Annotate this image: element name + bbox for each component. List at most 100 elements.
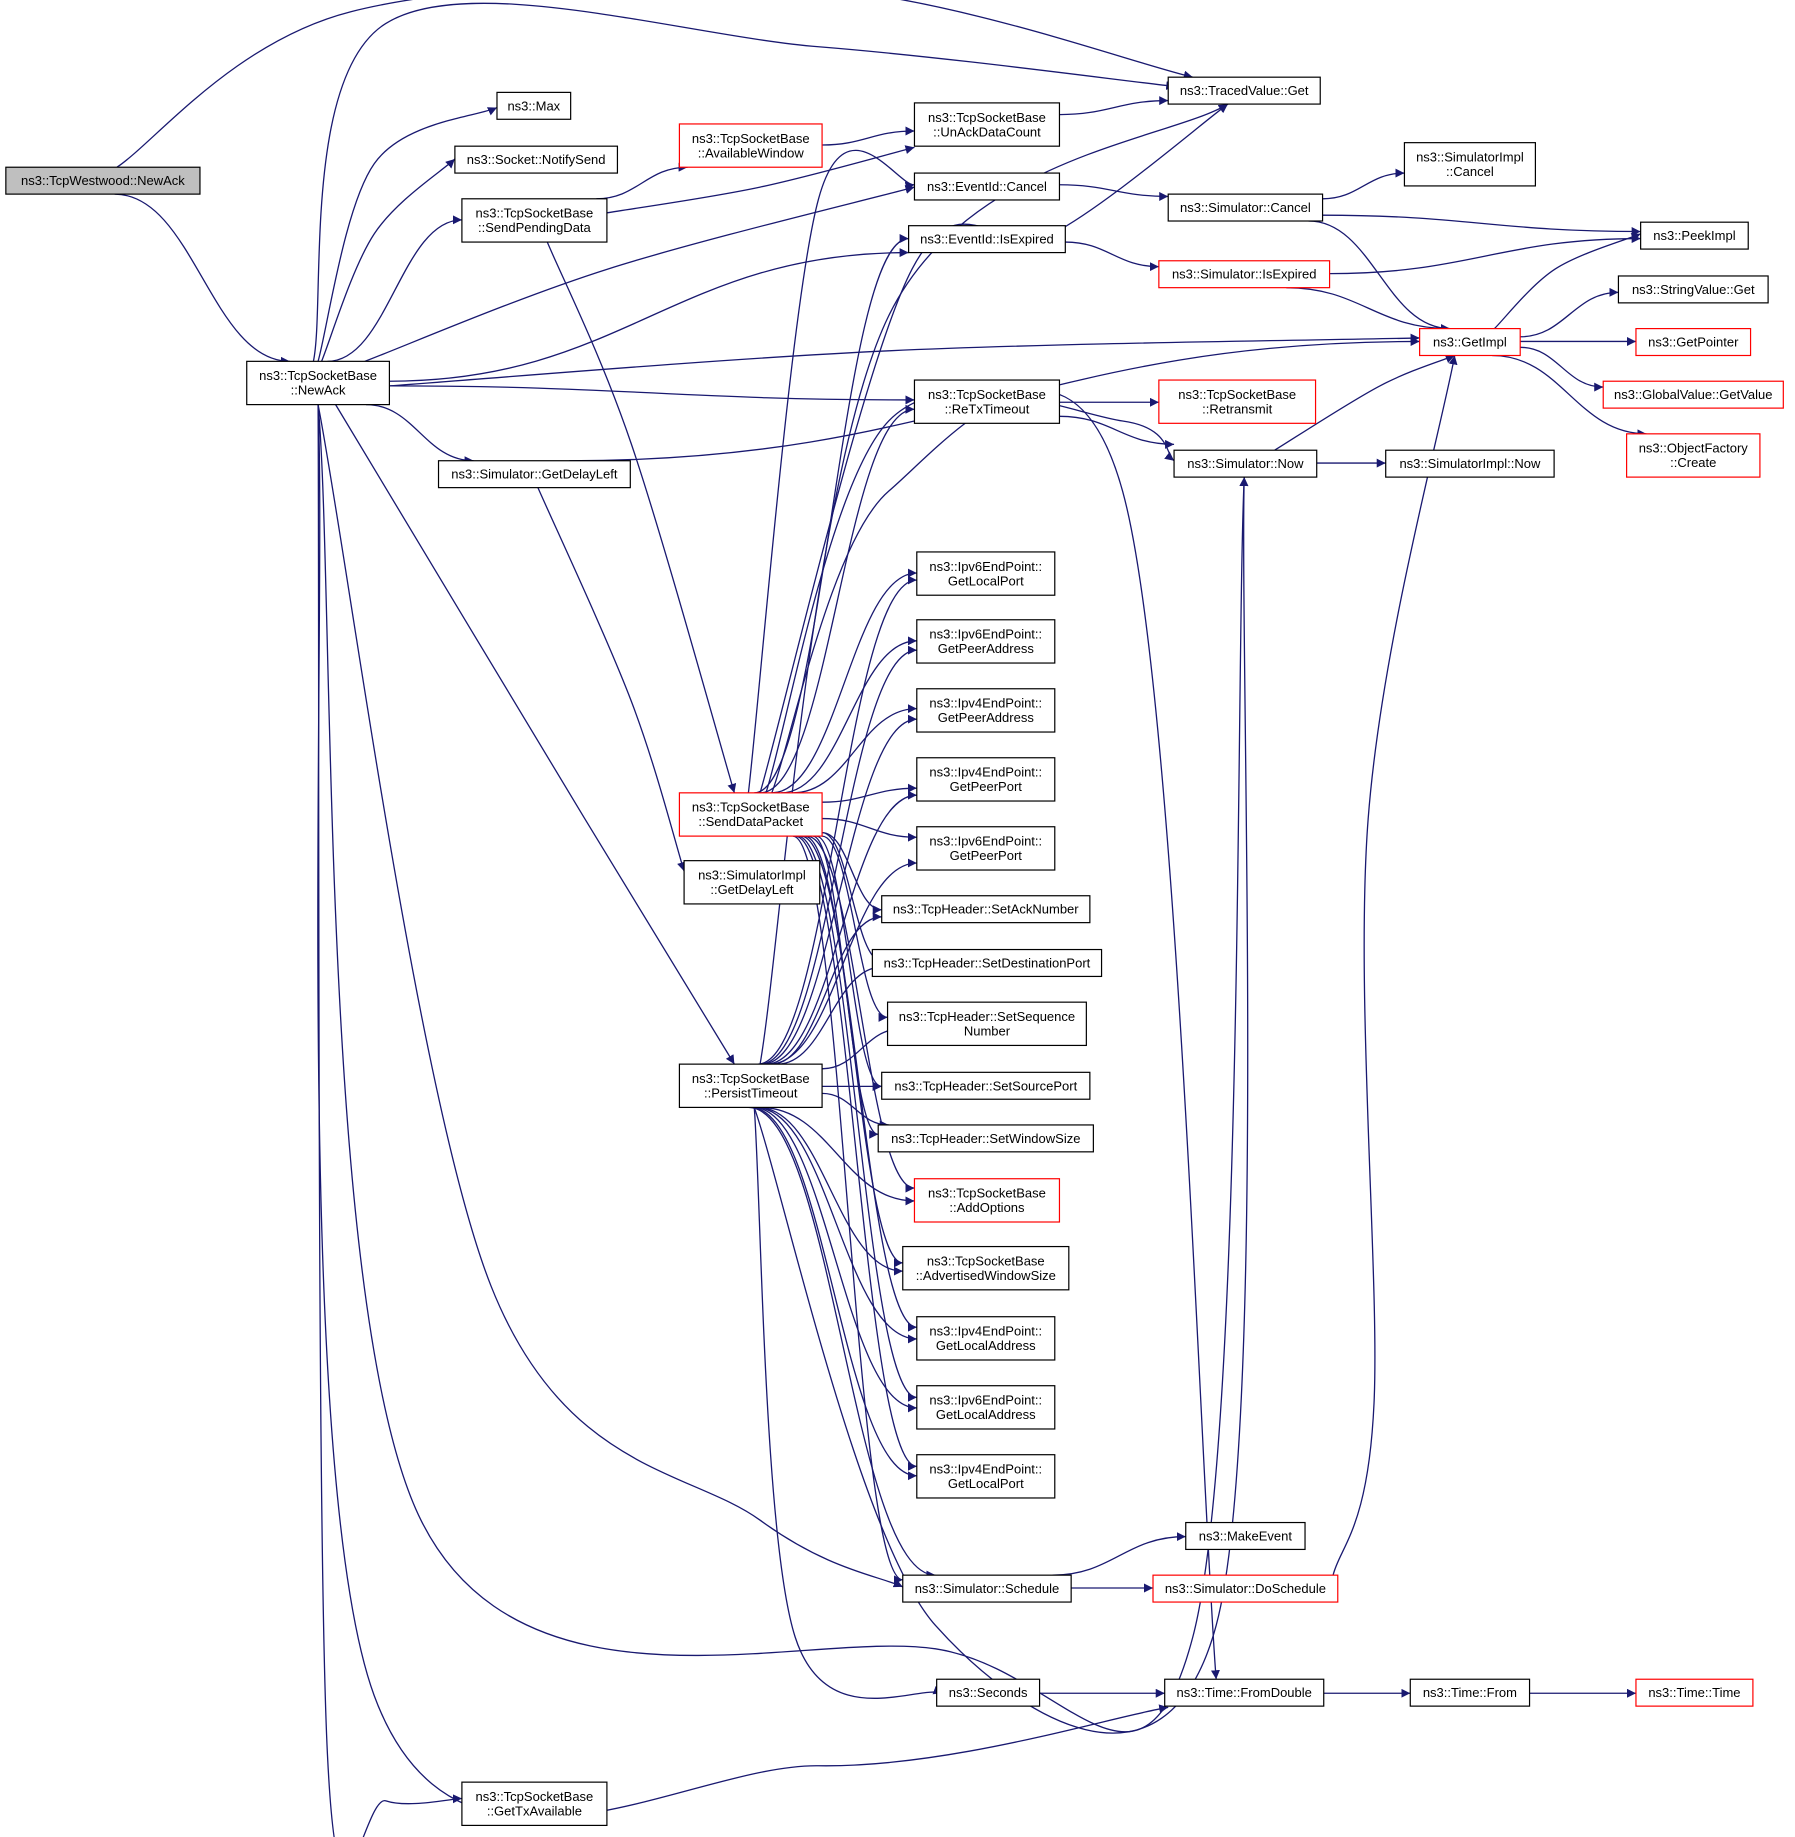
function-node-ns3-tcpsocketbase-gettxavailable[interactable]: ns3::TcpSocketBase::GetTxAvailable (461, 1781, 608, 1827)
node-label: ::AddOptions (949, 1200, 1025, 1215)
node-label: ns3::TcpSocketBase (692, 131, 810, 146)
node-box (916, 826, 1056, 871)
function-node-ns3-simulator-schedule[interactable]: ns3::Simulator::Schedule (902, 1574, 1072, 1603)
edge-n22-to-n14 (1274, 354, 1455, 451)
function-node-ns3-time-from[interactable]: ns3::Time::From (1409, 1678, 1531, 1707)
function-node-ns3-ipv4endpoint-getpeeraddress[interactable]: ns3::Ipv4EndPoint::GetPeerAddress (916, 688, 1056, 733)
function-node-ns3-eventid-isexpired[interactable]: ns3::EventId::IsExpired (908, 225, 1066, 254)
edge-n1-to-n5 (327, 215, 462, 362)
node-box (678, 123, 823, 168)
edge-n1-to-n46 (317, 404, 1169, 1819)
node-label: ns3::TcpSocketBase (1178, 387, 1296, 402)
edge-n28-to-n24 (771, 568, 917, 794)
function-node-ns3-simulator-doschedule[interactable]: ns3::Simulator::DoSchedule (1152, 1574, 1339, 1603)
node-label: ::Create (1670, 455, 1716, 470)
node-box (916, 1454, 1056, 1499)
function-node-ns3-objectfactory-create[interactable]: ns3::ObjectFactory::Create (1626, 433, 1761, 478)
function-node-ns3-eventid-cancel[interactable]: ns3::EventId::Cancel (913, 172, 1061, 201)
node-label: ns3::SimulatorImpl (698, 868, 806, 883)
edge-n28-to-n29 (822, 817, 917, 842)
function-node-ns3-getpointer[interactable]: ns3::GetPointer (1635, 327, 1752, 357)
function-node-ns3-tcpheader-setacknumber[interactable]: ns3::TcpHeader::SetAckNumber (881, 895, 1091, 924)
node-label: ns3::TcpSocketBase (259, 368, 377, 383)
edge-n1-to-n34 (335, 404, 735, 1065)
edge-n1-to-n3 (317, 106, 498, 362)
function-node-ns3-tcpsocketbase-retransmit[interactable]: ns3::TcpSocketBase::Retransmit (1158, 379, 1317, 424)
node-label: ns3::Time::Time (1648, 1685, 1740, 1700)
node-box (678, 1063, 823, 1109)
node-label: ns3::EventId::Cancel (927, 179, 1047, 194)
function-node-ns3-ipv6endpoint-getpeeraddress[interactable]: ns3::Ipv6EndPoint::GetPeerAddress (916, 619, 1056, 664)
node-box (1164, 1678, 1325, 1707)
function-node-ns3-globalvalue-getvalue[interactable]: ns3::GlobalValue::GetValue (1602, 380, 1784, 409)
node-box (936, 1678, 1041, 1707)
function-node-ns3-tcpsocketbase-addoptions[interactable]: ns3::TcpSocketBase::AddOptions (913, 1178, 1061, 1223)
function-node-ns3-peekimpl[interactable]: ns3::PeekImpl (1640, 221, 1749, 250)
edge-n34-to-n39 (755, 1106, 917, 1344)
edge-n43-to-n42 (1052, 1532, 1186, 1576)
node-label: ns3::TcpHeader::SetWindowSize (891, 1131, 1080, 1146)
function-node-ns3-simulator-now[interactable]: ns3::Simulator::Now (1173, 449, 1318, 478)
function-nodes: ns3::TcpWestwood::NewAckns3::TcpSocketBa… (5, 76, 1784, 1827)
function-node-ns3-simulator-getdelayleft[interactable]: ns3::Simulator::GetDelayLeft (437, 460, 631, 489)
function-node-ns3-tcpsocketbase-sendpendingdata[interactable]: ns3::TcpSocketBase::SendPendingData (461, 198, 608, 243)
function-node-ns3-simulatorimpl-getdelayleft[interactable]: ns3::SimulatorImpl::GetDelayLeft (683, 860, 821, 905)
function-node-ns3-tcpsocketbase-advertisedwindowsize[interactable]: ns3::TcpSocketBase::AdvertisedWindowSize (902, 1245, 1070, 1291)
edge-n5-to-n6 (596, 162, 688, 200)
function-node-ns3-makeevent[interactable]: ns3::MakeEvent (1185, 1521, 1306, 1551)
node-label: ns3::TcpSocketBase (927, 1253, 1045, 1268)
function-node-ns3-tracedvalue-get[interactable]: ns3::TracedValue::Get (1167, 76, 1321, 105)
node-label: ns3::GlobalValue::GetValue (1614, 387, 1773, 402)
function-node-ns3-time-time[interactable]: ns3::Time::Time (1635, 1678, 1754, 1707)
function-node-ns3-tcpsocketbase-retxtimeout[interactable]: ns3::TcpSocketBase::ReTxTimeout (913, 379, 1061, 424)
function-node-ns3-max[interactable]: ns3::Max (496, 91, 572, 120)
function-node-ns3-tcpheader-setsourceport[interactable]: ns3::TcpHeader::SetSourcePort (881, 1071, 1091, 1100)
edge-n34-to-n43 (748, 1106, 936, 1580)
node-box (678, 792, 823, 837)
function-node-ns3-simulator-cancel[interactable]: ns3::Simulator::Cancel (1167, 193, 1324, 222)
function-node-ns3-ipv6endpoint-getlocalport[interactable]: ns3::Ipv6EndPoint::GetLocalPort (916, 551, 1056, 596)
function-node-ns3-ipv4endpoint-getlocalport[interactable]: ns3::Ipv4EndPoint::GetLocalPort (916, 1454, 1056, 1499)
node-label: ns3::ObjectFactory (1639, 441, 1749, 456)
edge-n28-to-n26 (792, 704, 917, 794)
function-node-ns3-tcpsocketbase-availablewindow[interactable]: ns3::TcpSocketBase::AvailableWindow (678, 123, 823, 168)
function-node-ns3-ipv4endpoint-getpeerport[interactable]: ns3::Ipv4EndPoint::GetPeerPort (916, 757, 1056, 802)
node-label: ::GetDelayLeft (710, 882, 793, 897)
function-node-ns3-stringvalue-get[interactable]: ns3::StringValue::Get (1617, 275, 1769, 304)
node-label: ns3::TcpSocketBase (928, 1186, 1046, 1201)
edge-n1-to-n49 (317, 404, 462, 1837)
node-label: ns3::TracedValue::Get (1180, 83, 1309, 98)
node-box (1602, 380, 1784, 409)
node-box (683, 860, 821, 905)
function-node-ns3-tcpheader-setwindowsize[interactable]: ns3::TcpHeader::SetWindowSize (877, 1124, 1094, 1153)
function-node-ns3-tcpsocketbase-unackdatacount[interactable]: ns3::TcpSocketBase::UnAckDataCount (913, 102, 1061, 147)
node-label: ns3::TcpHeader::SetSequence (899, 1009, 1075, 1024)
edge-n13-to-n12 (1329, 234, 1641, 275)
node-label: ns3::Simulator::Cancel (1180, 200, 1311, 215)
node-box (1158, 260, 1331, 289)
function-node-ns3-tcpwestwood-newack[interactable]: ns3::TcpWestwood::NewAck (5, 166, 201, 195)
function-node-ns3-tcpsocketbase-persisttimeout[interactable]: ns3::TcpSocketBase::PersistTimeout (678, 1063, 823, 1109)
edge-n34-to-n41 (750, 1106, 917, 1481)
function-node-ns3-time-fromdouble[interactable]: ns3::Time::FromDouble (1164, 1678, 1325, 1707)
function-node-ns3-socket-notifysend[interactable]: ns3::Socket::NotifySend (454, 145, 619, 174)
node-label: ::PersistTimeout (704, 1086, 798, 1101)
node-box (1185, 1521, 1306, 1551)
node-box (1385, 449, 1555, 478)
node-label: ns3::TcpSocketBase (692, 1071, 810, 1086)
function-node-ns3-simulatorimpl-cancel[interactable]: ns3::SimulatorImpl::Cancel (1403, 142, 1536, 187)
function-node-ns3-ipv6endpoint-getlocaladdress[interactable]: ns3::Ipv6EndPoint::GetLocalAddress (916, 1385, 1056, 1430)
node-label: ns3::Simulator::IsExpired (1172, 267, 1317, 282)
function-node-ns3-tcpsocketbase-newack[interactable]: ns3::TcpSocketBase::NewAck (246, 360, 391, 406)
node-box (1626, 433, 1761, 478)
function-node-ns3-ipv4endpoint-getlocaladdress[interactable]: ns3::Ipv4EndPoint::GetLocalAddress (916, 1316, 1056, 1361)
function-node-ns3-simulatorimpl-now[interactable]: ns3::SimulatorImpl::Now (1385, 449, 1555, 478)
function-node-ns3-simulator-isexpired[interactable]: ns3::Simulator::IsExpired (1158, 260, 1331, 289)
function-node-ns3-tcpsocketbase-senddatapacket[interactable]: ns3::TcpSocketBase::SendDataPacket (678, 792, 823, 837)
function-node-ns3-tcpheader-setdestinationport[interactable]: ns3::TcpHeader::SetDestinationPort (871, 948, 1103, 978)
node-box (5, 166, 201, 195)
function-node-ns3-ipv6endpoint-getpeerport[interactable]: ns3::Ipv6EndPoint::GetPeerPort (916, 826, 1056, 871)
function-node-ns3-seconds[interactable]: ns3::Seconds (936, 1678, 1041, 1707)
function-node-ns3-getimpl[interactable]: ns3::GetImpl (1419, 327, 1521, 357)
